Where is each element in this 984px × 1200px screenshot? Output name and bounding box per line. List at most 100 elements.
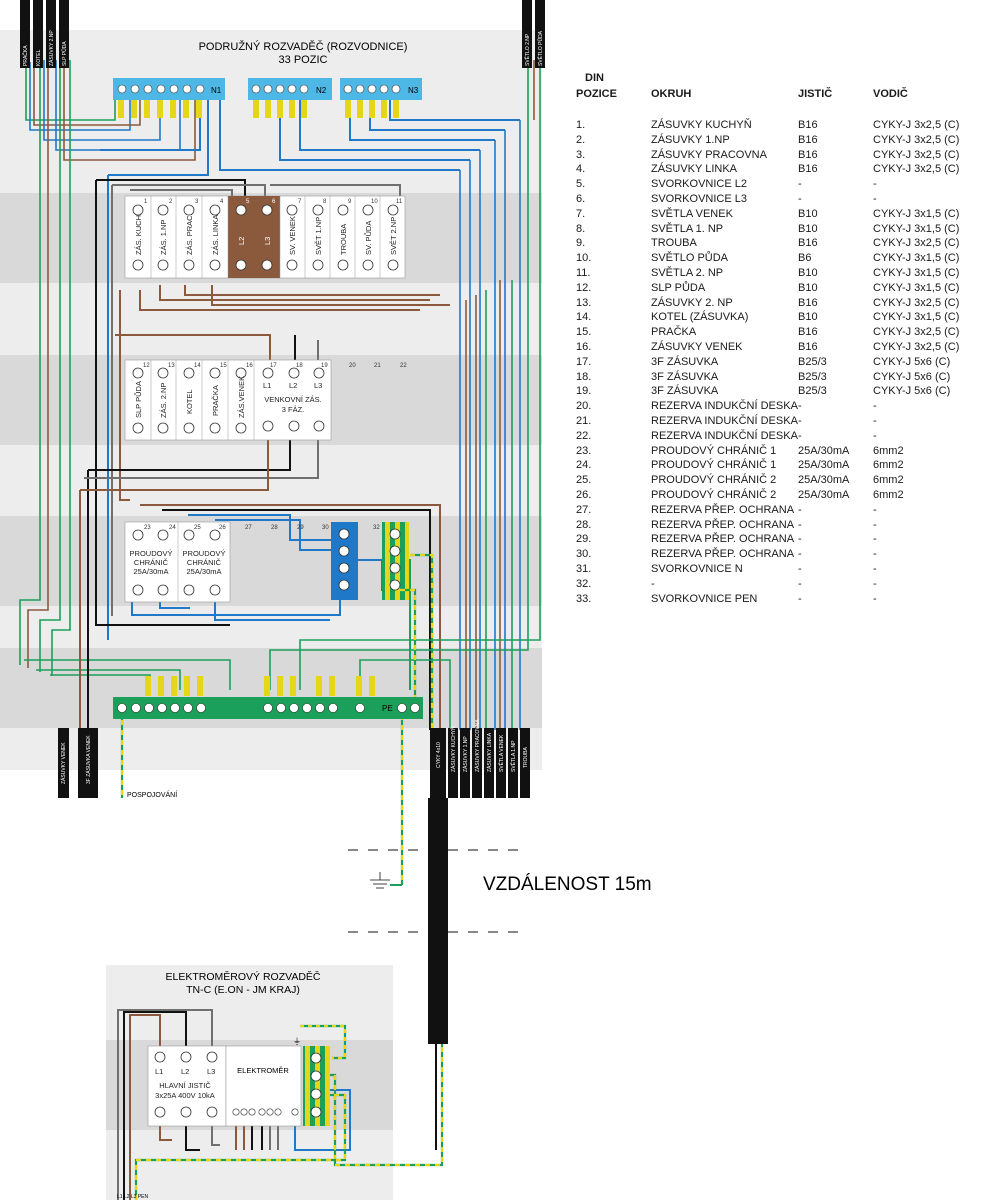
cell-wire: CYKY-J 3x1,5 (C) [873, 266, 960, 279]
cable-label-3f-zasuvka-venek: 3F ZÁSUVKA VENEK [85, 735, 92, 784]
cell-pos: 24. [576, 459, 592, 472]
cell-circuit: ZÁSUVKY KUCHYŇ [651, 119, 752, 131]
cell-circuit: PRAČKA [651, 326, 697, 339]
cell-circuit: 3F ZÁSUVKA [651, 385, 719, 398]
cell-circuit: REZERVA INDUKČNÍ DESKA [651, 414, 798, 427]
meter-label: ELEKTROMĚR [237, 1066, 289, 1075]
pos-27: 27 [245, 525, 252, 531]
neutral-bar-n1: N1 [113, 78, 225, 100]
cell-circuit: TROUBA [651, 237, 697, 250]
cell-circuit: REZERVA PŘEP. OCHRANA [651, 518, 795, 531]
cell-wire: CYKY-J 3x1,5 (C) [873, 311, 960, 324]
header-jistic: JISTIČ [798, 88, 833, 100]
cell-breaker: B6 [798, 252, 812, 265]
breaker-label-l3: L3 [263, 237, 272, 245]
meter-phase-l2: L2 [181, 1067, 189, 1076]
cell-wire: - [873, 503, 877, 516]
cell-breaker: B25/3 [798, 370, 827, 383]
cell-pos: 21. [576, 414, 592, 427]
table-row: 29.REZERVA PŘEP. OCHRANA-- [576, 532, 976, 547]
cell-breaker: B10 [798, 207, 818, 220]
n2-label: N2 [316, 86, 327, 95]
table-row: 33.SVORKOVNICE PEN-- [576, 592, 976, 607]
table-row: 28.REZERVA PŘEP. OCHRANA-- [576, 518, 976, 533]
top-right-cables: SVĚTLO 2.NP SVĚTLO PŮDA [522, 0, 545, 68]
cell-circuit: REZERVA PŘEP. OCHRANA [651, 503, 795, 516]
cell-circuit: 3F ZÁSUVKA [651, 355, 719, 368]
cell-wire: 6mm2 [873, 488, 904, 501]
cell-wire: - [873, 533, 877, 546]
pos-15: 15 [220, 363, 227, 369]
cell-circuit: REZERVA PŘEP. OCHRANA [651, 533, 795, 546]
breaker-row-2: 12 13 14 15 16 17 18 19 20 21 22 SLP PŮD… [124, 359, 407, 441]
cell-wire: - [873, 548, 877, 561]
cell-pos: 26. [576, 488, 592, 501]
cell-pos: 17. [576, 355, 592, 368]
meter-board-wiring [117, 1009, 437, 1200]
cell-breaker: B16 [798, 148, 818, 161]
pen-earth-icon: ⏚ [293, 1037, 301, 1046]
cell-pos: 16. [576, 340, 592, 353]
cell-pos: 8. [576, 222, 586, 235]
pos-30: 30 [322, 525, 329, 531]
cell-wire: 6mm2 [873, 444, 904, 457]
main-breaker: L1 L2 L3 HLAVNÍ JISTIČ 3x25A 400V 10kA [147, 1045, 227, 1127]
cell-circuit: SVĚTLA 1. NP [651, 222, 724, 235]
rcd1-label-2: CHRÁNIČ [134, 558, 169, 567]
cell-wire: CYKY-J 5x6 (C) [873, 385, 951, 398]
breaker-label-svet-1np: SVĚT 1.NP [314, 217, 323, 255]
cable-label-pracka: PRAČKA [22, 45, 29, 66]
cell-wire: CYKY-J 3x1,5 (C) [873, 207, 960, 220]
meter-phase-l3: L3 [207, 1067, 215, 1076]
rcd1-label-3: 25A/30mA [133, 567, 168, 576]
header-din: DIN [585, 72, 604, 84]
table-row: 3. ZÁSUVKY PRACOVNA B16 CYKY-J 3x2,5 (C) [576, 148, 976, 163]
cell-wire: 6mm2 [873, 474, 904, 487]
cable-label-zasuvky-venek: ZÁSUVKY VENEK [60, 742, 67, 784]
cell-pos: 11. [576, 266, 591, 279]
cell-circuit: ZÁSUVKY VENEK [651, 340, 743, 353]
cell-wire: CYKY-J 3x2,5 (C) [873, 148, 960, 161]
header-okruh: OKRUH [651, 88, 692, 100]
cell-circuit: SVĚTLA VENEK [651, 207, 733, 220]
breaker-label-kotel: KOTEL [185, 389, 194, 414]
cable-label-kotel: KOTEL [36, 49, 42, 66]
cable-label-svetlo-2np: SVĚTLO 2.NP [523, 33, 531, 66]
cell-wire: - [873, 192, 877, 205]
breaker-label-zas-prac: ZÁS. PRAC. [185, 213, 194, 255]
cell-pos: 3. [576, 148, 586, 161]
cell-pos: 4. [576, 163, 586, 176]
cell-breaker: - [798, 192, 802, 205]
pos-19: 19 [321, 363, 328, 369]
cell-circuit: ZÁSUVKY PRACOVNA [651, 148, 767, 161]
cell-circuit: PROUDOVÝ CHRÁNIČ 1 [651, 459, 777, 472]
cell-wire: - [873, 414, 877, 427]
pe-busbar: PE [113, 676, 423, 719]
cell-wire: CYKY-J 3x1,5 (C) [873, 222, 960, 235]
cell-circuit: KOTEL (ZÁSUVKA) [651, 311, 749, 324]
cell-breaker: - [798, 178, 802, 191]
meter-feed-label: L1 L2 L3 PEN [117, 1194, 149, 1200]
pe-wires [120, 553, 436, 885]
main-breaker-label-1: HLAVNÍ JISTIČ [159, 1081, 211, 1090]
cell-pos: 32. [576, 577, 592, 590]
pos-18: 18 [296, 363, 303, 369]
pos-16: 16 [246, 363, 253, 369]
top-left-cables: PRAČKA KOTEL ZÁSUVKY 2.NP SLP PŮDA [20, 0, 69, 68]
cable-label-zasuvky-linka: ZÁSUVKY LINKA [486, 732, 493, 772]
cell-pos: 12. [576, 281, 592, 294]
cell-wire: - [873, 429, 877, 442]
cell-pos: 5. [576, 178, 586, 191]
meter-phase-l1: L1 [155, 1067, 163, 1076]
pos-29: 29 [297, 525, 304, 531]
cell-breaker: B25/3 [798, 385, 827, 398]
cell-wire: CYKY-J 3x2,5 (C) [873, 296, 960, 309]
